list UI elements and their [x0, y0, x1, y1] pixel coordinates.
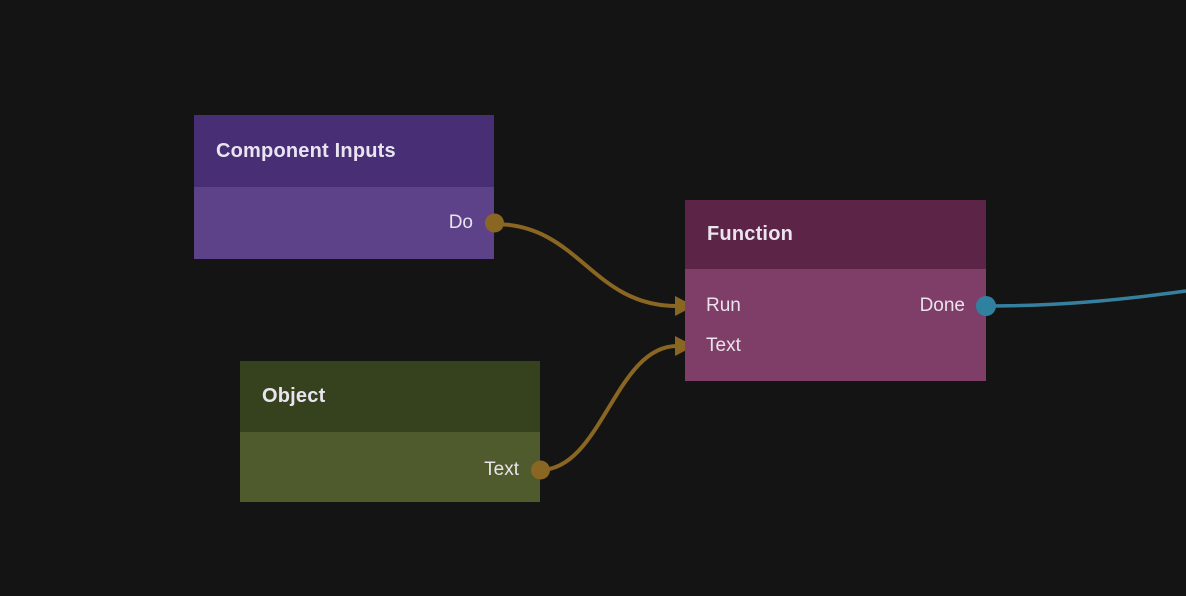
- output-port-dot-do[interactable]: [485, 213, 504, 233]
- input-port-label-text: Text: [706, 335, 741, 356]
- wire-done-offscreen[interactable]: [985, 289, 1186, 308]
- node-object-header[interactable]: Object: [240, 361, 540, 432]
- wire-do-to-run[interactable]: [493, 222, 678, 308]
- node-component-inputs-header[interactable]: Component Inputs: [194, 115, 494, 187]
- node-object-body: Text: [240, 432, 550, 502]
- output-port-label-done: Done: [919, 295, 965, 316]
- port-row-run-done: Run Done: [685, 286, 996, 326]
- input-port-label-run: Run: [706, 295, 741, 316]
- output-port-label-do: Do: [448, 212, 473, 233]
- node-component-inputs[interactable]: Component Inputs Do: [194, 115, 504, 259]
- node-function-header[interactable]: Function: [685, 200, 986, 269]
- wire-text-to-text[interactable]: [539, 344, 678, 472]
- output-port-label-text: Text: [484, 459, 519, 480]
- output-port-dot-text[interactable]: [531, 460, 550, 480]
- node-object[interactable]: Object Text: [240, 361, 550, 502]
- node-title: Object: [262, 385, 326, 407]
- port-row-text: Text: [685, 326, 986, 366]
- node-title: Function: [707, 223, 794, 245]
- port-row-do: Do: [194, 203, 504, 243]
- node-function[interactable]: Function Run Done Text: [685, 200, 996, 381]
- node-component-inputs-body: Do: [194, 187, 504, 259]
- output-port-dot-done[interactable]: [976, 296, 996, 316]
- node-function-body: Run Done Text: [685, 269, 996, 381]
- port-row-text: Text: [240, 450, 550, 490]
- node-title: Component Inputs: [216, 139, 396, 162]
